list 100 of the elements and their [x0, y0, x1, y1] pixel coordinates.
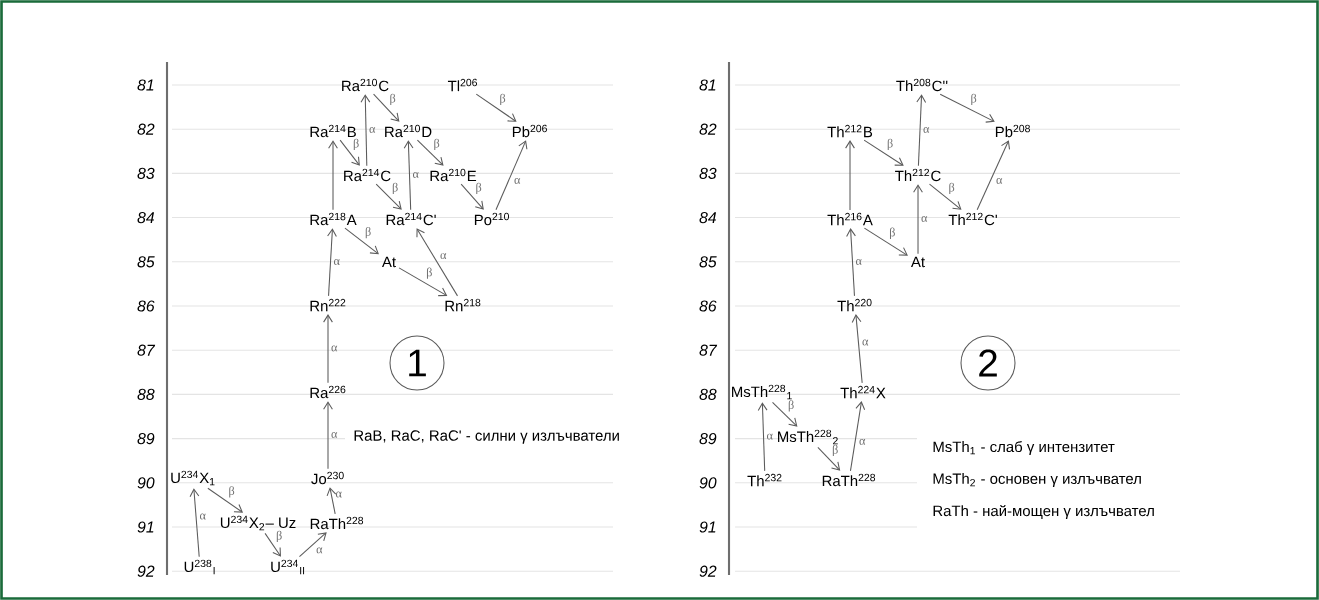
decay-arrow — [298, 532, 327, 558]
decay-arrow — [326, 487, 337, 515]
nuclide-label: Th$^{208}$C'' — [896, 78, 948, 92]
note-text: MsTh$_{2}$ - основен γ излъчвател — [933, 473, 1141, 487]
axis-number: 89 — [699, 433, 717, 445]
edge-label: α — [331, 345, 338, 352]
nuclide-label: RaTh$^{228}$ — [310, 516, 364, 530]
axis-number: 85 — [137, 256, 155, 268]
edge-label: β — [390, 93, 396, 105]
nuclide-label: Ra$^{226}$ — [310, 385, 346, 399]
axis-number: 83 — [137, 167, 155, 179]
nuclide-label: Po$^{210}$ — [474, 212, 509, 226]
nuclide-label: At — [911, 256, 925, 268]
edge-label: β — [476, 182, 482, 194]
decay-arrow — [928, 183, 962, 210]
decay-arrow — [328, 140, 338, 211]
edge-label: β — [392, 182, 398, 194]
decay-arrow — [913, 184, 923, 255]
decay-arrow — [375, 183, 402, 210]
decay-arrow — [863, 227, 908, 256]
nuclide-label: Ra$^{210}$E — [430, 168, 477, 182]
decay-arrow — [817, 446, 841, 471]
decay-arrow — [863, 139, 904, 166]
note-text: MsTh$_{1}$ - слаб γ интензитет — [933, 440, 1115, 455]
decay-arrow — [846, 228, 856, 297]
decay-arrow — [849, 401, 866, 472]
axis-number: 82 — [137, 123, 155, 135]
nuclide-label: U$^{234}$II — [271, 559, 305, 575]
nuclide-label: Ra$^{214}$C — [344, 168, 391, 182]
edge-label: β — [832, 444, 838, 457]
decay-arrow — [373, 93, 400, 122]
nuclide-label: Th$^{224}$X — [840, 385, 886, 399]
circled-number: 2 — [960, 335, 1016, 391]
decay-arrow — [475, 93, 517, 122]
edge-label: α — [855, 259, 862, 265]
edge-label: β — [887, 138, 893, 150]
decay-arrow — [416, 139, 444, 166]
decay-arrow — [851, 314, 863, 384]
nuclide-label: MsTh$^{228}$2 — [778, 429, 838, 445]
nuclide-label: Pb$^{208}$ — [995, 124, 1030, 138]
edge-label: α — [923, 127, 930, 133]
decay-arrow — [757, 402, 768, 472]
edge-label: α — [514, 178, 521, 184]
decay-arrow — [416, 228, 459, 297]
axis-number: 92 — [137, 565, 155, 577]
nuclide-label: RaTh$^{228}$ — [822, 473, 876, 487]
axis-number: 91 — [137, 521, 154, 533]
edge-label: α — [333, 259, 340, 265]
axis-number: 89 — [137, 433, 155, 445]
axis-number: 91 — [699, 521, 716, 533]
nuclide-label: Th$^{212}$B — [827, 124, 873, 138]
edge-label: β — [365, 227, 371, 239]
edge-label: β — [788, 400, 794, 412]
edge-label: β — [949, 182, 955, 194]
decay-arrow — [339, 139, 360, 166]
nuclide-label: U$^{238}$I — [184, 559, 215, 575]
nuclide-label: U$^{234}$X$_{2}$– Uz — [220, 515, 296, 531]
edge-label: β — [890, 227, 895, 239]
axis-number: 87 — [137, 344, 156, 356]
nuclide-label: MsTh$^{228}$1 — [732, 384, 792, 400]
axis-number: 81 — [699, 79, 716, 91]
decay-arrow — [323, 314, 333, 384]
nuclide-label: At — [382, 256, 396, 268]
nuclide-label: Th$^{220}$ — [837, 298, 872, 312]
nuclide-label: Th$^{212}$C' — [948, 212, 997, 226]
axis-number: 86 — [137, 300, 155, 312]
edge-label: α — [335, 491, 342, 498]
edge-label: α — [412, 172, 419, 178]
note-text: RaB, RaC, RaC' - силни γ излъчватели — [354, 430, 619, 444]
nuclide-label: Ra$^{210}$D — [385, 124, 432, 138]
nuclide-label: Ra$^{210}$C — [342, 78, 389, 92]
note-text: RaTh - най-мощен γ излъчвател — [933, 504, 1154, 520]
edge-label: α — [996, 178, 1003, 184]
decay-arrow — [323, 401, 333, 470]
axis-number: 84 — [137, 212, 155, 224]
nuclide-label: Rn$^{218}$ — [445, 298, 481, 312]
axis-number: 85 — [699, 256, 717, 268]
edge-label: α — [331, 432, 338, 438]
nuclide-label: U$^{234}$X$_{1}$ — [171, 470, 215, 486]
axis-number: 86 — [699, 300, 717, 312]
decay-arrow — [460, 183, 484, 210]
axis-number: 81 — [137, 79, 154, 91]
edge-label: β — [971, 93, 977, 105]
edge-label: α — [859, 438, 866, 445]
nuclide-label: Ra$^{218}$A — [310, 212, 357, 226]
decay-arrow — [403, 140, 414, 211]
edge-label: β — [426, 267, 432, 279]
decay-arrow — [360, 94, 371, 167]
nuclide-label: Th$^{216}$A — [827, 212, 873, 226]
edge-label: β — [276, 530, 282, 543]
axis-number: 82 — [699, 123, 717, 135]
nuclide-label: Jo$^{230}$ — [311, 471, 344, 485]
nuclide-label: Rn$^{222}$ — [310, 298, 346, 312]
decay-arrow — [189, 488, 200, 558]
edge-label: β — [434, 138, 440, 150]
axis-number: 88 — [699, 388, 717, 400]
edge-label: α — [921, 216, 928, 222]
edge-label: α — [316, 547, 323, 554]
decay-arrow — [264, 532, 281, 557]
edge-label: β — [229, 486, 235, 498]
